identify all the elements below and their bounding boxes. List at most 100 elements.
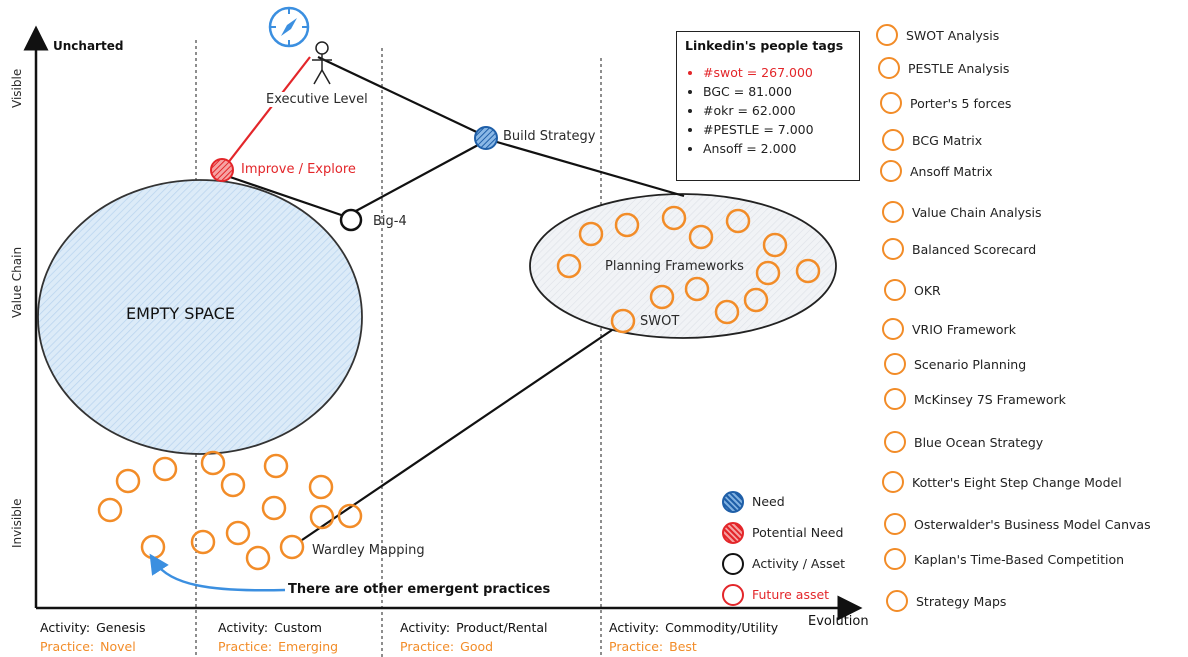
framework-item: BCG Matrix (882, 129, 982, 151)
legend-label: Activity / Asset (752, 556, 846, 571)
activity-label: Activity: (218, 620, 269, 635)
practice-ring (714, 299, 740, 325)
linkedin-tags-box: Linkedin's people tags #swot = 267.000BG… (676, 31, 860, 181)
practice-label: Practice: (40, 639, 95, 654)
emergent-arrow (149, 553, 286, 592)
framework-item: VRIO Framework (882, 318, 1016, 340)
framework-label: Value Chain Analysis (912, 204, 1042, 220)
practice-label: Practice: (609, 639, 664, 654)
orange-ring-icon (882, 318, 904, 340)
practice-ring (309, 504, 335, 530)
legend-label: Future asset (752, 587, 830, 602)
practice-ring (755, 260, 781, 286)
practice-ring (308, 474, 334, 500)
big4-node[interactable] (339, 208, 363, 232)
practice-ring (649, 284, 675, 310)
practice-label: Practice: (400, 639, 455, 654)
practice-ring (245, 545, 271, 571)
orange-ring-icon (882, 238, 904, 260)
activity-value: Genesis (96, 620, 146, 635)
orange-ring-icon (884, 279, 906, 301)
framework-item: Osterwalder's Business Model Canvas (884, 513, 1151, 535)
emergent-practices-note: There are other emergent practices (288, 582, 551, 597)
practice-ring (556, 253, 582, 279)
link-build-planning (489, 138, 685, 198)
linkedin-tags-title: Linkedin's people tags (685, 38, 844, 53)
improve-explore-label: Improve / Explore (241, 162, 356, 177)
link-build-big4 (353, 144, 479, 213)
practice-label: Practice: (218, 639, 273, 654)
stage-custom: Activity:Custom Practice:Emerging (218, 618, 338, 656)
legend-need-icon (722, 490, 744, 513)
linkedin-tag-item: BGC = 81.000 (703, 82, 851, 101)
practice-ring (225, 520, 251, 546)
orange-ring-icon (884, 388, 906, 410)
legend-pneed-icon (722, 521, 744, 544)
framework-label: McKinsey 7S Framework (914, 391, 1066, 407)
framework-label: BCG Matrix (912, 132, 983, 148)
orange-ring-icon (884, 548, 906, 570)
orange-ring-icon (882, 471, 904, 493)
practice-ring (220, 472, 246, 498)
activity-label: Activity: (609, 620, 660, 635)
linkedin-tags-list: #swot = 267.000BGC = 81.000#okr = 62.000… (685, 63, 851, 158)
legend-fut-icon (722, 583, 744, 606)
link-user-improve (223, 56, 311, 169)
framework-item: Porter's 5 forces (880, 92, 1011, 114)
legend-item-need: Need (722, 486, 845, 517)
framework-label: Balanced Scorecard (912, 241, 1037, 257)
linkedin-tag-item: #swot = 267.000 (703, 63, 851, 82)
y-label-visible: Visible (10, 68, 24, 108)
practice-value: Best (669, 639, 697, 654)
activity-value: Product/Rental (456, 620, 548, 635)
link-improve-big4 (229, 175, 351, 220)
orange-ring-icon (882, 201, 904, 223)
stage-commodity: Activity:Commodity/Utility Practice:Best (609, 618, 778, 656)
framework-item: PESTLE Analysis (878, 57, 1009, 79)
practice-value: Good (460, 639, 494, 654)
orange-ring-icon (884, 513, 906, 535)
build-strategy-node[interactable] (474, 126, 498, 150)
practice-ring (263, 453, 289, 479)
practice-ring (115, 468, 141, 494)
orange-ring-icon (884, 353, 906, 375)
framework-label: VRIO Framework (912, 321, 1016, 337)
emergent-practice-rings (97, 450, 363, 571)
planning-frameworks-region (529, 193, 837, 339)
practice-ring (725, 208, 751, 234)
activity-label: Activity: (40, 620, 91, 635)
framework-label: Osterwalder's Business Model Canvas (914, 516, 1151, 532)
framework-label: PESTLE Analysis (908, 60, 1010, 76)
y-label-invisible: Invisible (10, 498, 24, 549)
framework-item: Kotter's Eight Step Change Model (882, 471, 1122, 493)
practice-ring (795, 258, 821, 284)
improve-explore-node[interactable] (210, 158, 234, 182)
orange-ring-icon (876, 24, 898, 46)
planning-frameworks-label: Planning Frameworks (605, 259, 744, 274)
framework-label: Scenario Planning (914, 356, 1027, 372)
framework-label: SWOT Analysis (906, 27, 1000, 43)
framework-label: OKR (914, 282, 941, 298)
legend-act-icon (722, 552, 744, 575)
legend-label: Need (752, 494, 785, 509)
y-label-value-chain: Value Chain (10, 246, 24, 318)
orange-ring-icon (882, 129, 904, 151)
orange-ring-icon (884, 431, 906, 453)
framework-item: Blue Ocean Strategy (884, 431, 1043, 453)
practice-ring (279, 534, 305, 560)
build-strategy-label: Build Strategy (503, 129, 596, 144)
empty-space-label: EMPTY SPACE (126, 304, 235, 323)
framework-item: OKR (884, 279, 941, 301)
practice-ring (610, 308, 636, 334)
orange-ring-icon (880, 92, 902, 114)
activity-value: Custom (274, 620, 322, 635)
framework-label: Kaplan's Time-Based Competition (914, 551, 1125, 567)
link-user-build (317, 56, 486, 137)
practice-ring (97, 497, 123, 523)
practice-ring (200, 450, 226, 476)
practice-ring (688, 224, 714, 250)
practice-ring (614, 212, 640, 238)
